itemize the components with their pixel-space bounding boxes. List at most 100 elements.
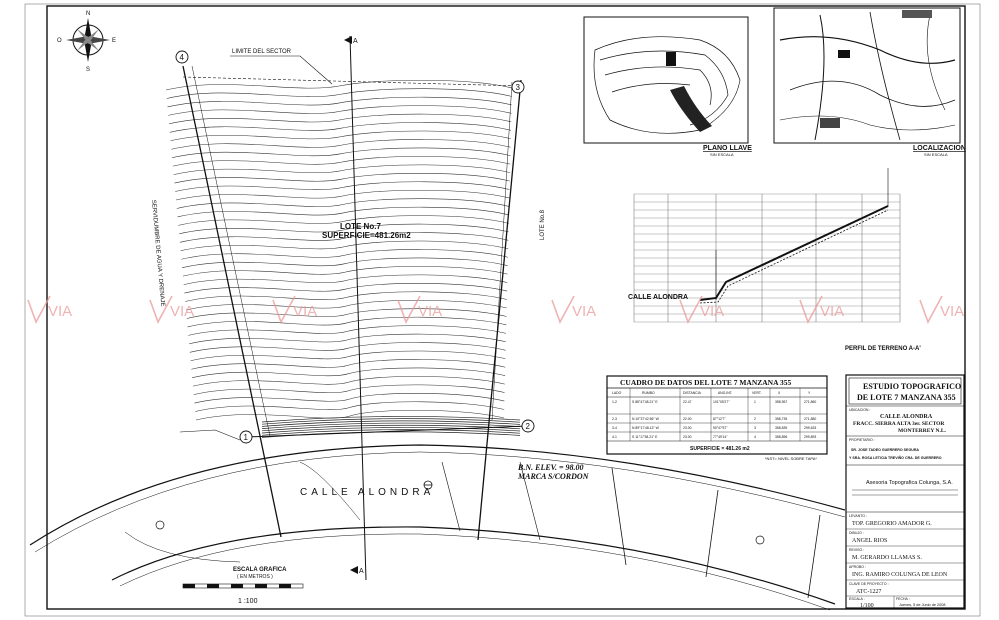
right-neighbor-label: LOTE No.8 xyxy=(540,209,546,240)
contour-line-dense xyxy=(261,416,521,423)
svg-text:3-4: 3-4 xyxy=(612,426,617,430)
svg-text:A: A xyxy=(353,38,358,45)
contour-line-dense xyxy=(261,427,521,434)
scale-title: ESCALA GRAFICA xyxy=(233,567,287,573)
boundary-line-1-2 xyxy=(245,425,529,438)
location-map: LOCALIZACION SIN ESCALA xyxy=(773,7,966,157)
contour-line xyxy=(188,325,507,336)
contour-line xyxy=(185,299,507,311)
table-header-cell: VERT. xyxy=(752,391,762,395)
profile-title: PERFIL DE TERRENO A-A' xyxy=(845,346,921,352)
svg-text:4: 4 xyxy=(180,53,185,62)
table-surface: SUPERFICIE = 481.26 m2 xyxy=(690,446,750,452)
surveyor-name: TOP. GREGORIO AMADOR G. xyxy=(852,521,932,527)
north-label-s: S xyxy=(86,67,90,73)
profile-ground-line xyxy=(699,205,889,301)
contour-line xyxy=(190,350,506,362)
svg-text:23.00: 23.00 xyxy=(683,426,692,430)
street-curbs xyxy=(29,429,846,611)
terrain-profile: CALLE ALONDRA PERFIL DE TERRENO A-A' xyxy=(628,168,921,352)
contour-line xyxy=(187,316,507,328)
corner-marker-2: 2 xyxy=(521,419,535,433)
benchmark-mark: MARCA S/CORDON xyxy=(517,472,590,481)
svg-text:4-1: 4-1 xyxy=(612,435,617,439)
section-line-a xyxy=(349,35,367,581)
sector-limit-leader xyxy=(230,55,333,85)
project-code: ATC-1227 xyxy=(856,589,881,595)
watermark-logo xyxy=(551,295,575,324)
contour-line xyxy=(191,359,506,370)
svg-text:1-2: 1-2 xyxy=(612,400,617,404)
svg-text:358,896: 358,896 xyxy=(775,435,787,439)
contour-line xyxy=(171,139,511,150)
svg-text:271,880: 271,880 xyxy=(804,417,816,421)
table-header-cell: RUMBO xyxy=(642,391,655,395)
lot-name: LOTE No.7 xyxy=(340,222,381,231)
boundary-line-4-3 xyxy=(182,76,522,87)
svg-text:358,735: 358,735 xyxy=(775,417,787,421)
corner-marker-1: 1 xyxy=(239,430,253,444)
table-header-cell: X xyxy=(778,391,781,395)
nst-note: *NST= NIVEL SOBRE TAPA* xyxy=(765,456,817,461)
contour-line xyxy=(180,240,509,252)
contour-line xyxy=(168,105,512,116)
svg-text:77°49'14": 77°49'14" xyxy=(713,435,728,439)
contour-line xyxy=(172,156,511,167)
scale-value: 1/100 xyxy=(860,603,874,609)
lot-area: SUPERFICIE=481.26m2 xyxy=(322,231,411,240)
contour-line xyxy=(166,88,512,99)
boundary-offset-line xyxy=(191,65,271,437)
contour-line xyxy=(182,266,508,277)
watermark-logo xyxy=(272,295,296,324)
svg-text:LEVANTO :: LEVANTO : xyxy=(849,514,867,518)
svg-text:CLAVE DE PROYECTO :: CLAVE DE PROYECTO : xyxy=(849,582,889,586)
company-name: Asesoria Topografica Colunga, S.A. xyxy=(866,480,953,486)
contour-line xyxy=(170,130,511,142)
svg-text:271,860: 271,860 xyxy=(804,400,816,404)
tree-icon xyxy=(155,520,765,545)
curb-line-south xyxy=(111,526,836,605)
contour-line xyxy=(179,223,509,235)
watermark-text: VIA xyxy=(293,303,317,320)
svg-text:A: A xyxy=(359,568,364,575)
watermark-text: VIA xyxy=(418,303,442,320)
approver-name: ING. RAMIRO COLUNGA DE LEON xyxy=(852,572,948,578)
north-label-e: E xyxy=(112,38,116,44)
svg-text:N 89°17'48.13" W: N 89°17'48.13" W xyxy=(632,426,660,430)
contour-line-dense xyxy=(261,418,521,425)
date-value: Jueves, 5 de Junio de 2008 xyxy=(899,603,945,607)
curb-line-north-inner xyxy=(34,451,846,553)
table-row-3-4: 3-4 N 89°17'48.13" W 23.00 90°47'57" 3 3… xyxy=(612,426,816,430)
north-label-o: O xyxy=(57,38,62,44)
owner-line-2: Y SRA. ROSA LETICIA TREVIÑO CRA. DE GUER… xyxy=(849,455,942,460)
watermark-logo xyxy=(149,295,173,324)
corner-marker-3: 3 xyxy=(511,80,525,94)
curb-line-north xyxy=(29,444,846,546)
watermark-logo xyxy=(799,295,823,324)
table-header-row: LADO RUMBO DISTANCIA ANG.INT. VERT. X Y xyxy=(612,391,811,395)
graphic-scale: ESCALA GRAFICA ( EN METROS ) 1 :100 xyxy=(182,567,304,605)
lot-data-table: CUADRO DE DATOS DEL LOTE 7 MANZANA 355 L… xyxy=(606,375,828,455)
key-plan-title: PLANO LLAVE xyxy=(703,145,752,152)
watermark-logo xyxy=(27,295,51,324)
contour-line xyxy=(176,198,510,209)
svg-text:90°47'57": 90°47'57" xyxy=(713,426,728,430)
title-line-2: DE LOTE 7 MANZANA 355 xyxy=(857,393,956,402)
contour-line xyxy=(186,308,507,319)
contour-lines xyxy=(165,79,521,438)
contour-line xyxy=(181,249,508,260)
profile-street-label: CALLE ALONDRA xyxy=(628,294,688,301)
contour-line xyxy=(177,206,509,218)
boundary-line-3-2 xyxy=(477,79,522,541)
section-marker-bottom: A xyxy=(350,566,364,575)
svg-text:FECHA :: FECHA : xyxy=(896,597,910,601)
svg-text:1: 1 xyxy=(754,400,756,404)
corner-marker-4: 4 xyxy=(175,50,189,64)
svg-text:ESCALA :: ESCALA : xyxy=(849,597,865,601)
contour-line-dense xyxy=(261,420,521,427)
svg-text:S 88°47'48.21" E: S 88°47'48.21" E xyxy=(632,400,658,404)
table-title: CUADRO DE DATOS DEL LOTE 7 MANZANA 355 xyxy=(620,378,791,387)
contour-line xyxy=(194,393,505,404)
watermark-text: VIA xyxy=(700,303,724,320)
